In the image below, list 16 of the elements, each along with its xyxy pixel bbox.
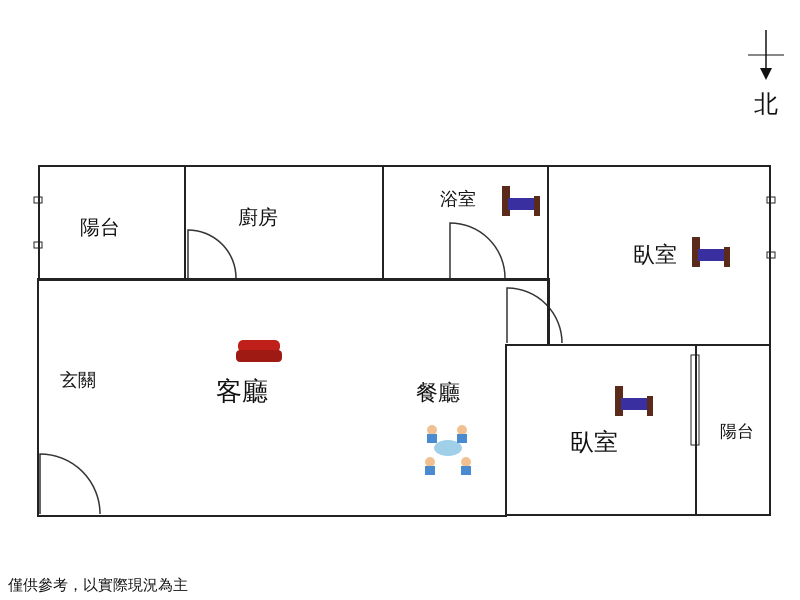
room-label: 臥室 bbox=[570, 430, 618, 454]
room-label: 客廳 bbox=[216, 379, 268, 405]
room bbox=[382, 165, 549, 281]
room bbox=[184, 165, 384, 281]
room-label: 臥室 bbox=[633, 245, 677, 267]
note-text: 僅供參考，以實際現況為主 bbox=[8, 578, 188, 593]
room bbox=[695, 344, 771, 516]
north-label: 北 bbox=[754, 92, 778, 116]
room bbox=[38, 165, 186, 281]
room-label: 餐廳 bbox=[416, 383, 460, 405]
room-label: 玄關 bbox=[60, 372, 96, 390]
room bbox=[547, 165, 771, 346]
room-label: 浴室 bbox=[440, 191, 476, 209]
room-label: 陽台 bbox=[720, 424, 754, 441]
room-label: 廚房 bbox=[238, 207, 278, 227]
room-label: 陽台 bbox=[80, 217, 120, 237]
